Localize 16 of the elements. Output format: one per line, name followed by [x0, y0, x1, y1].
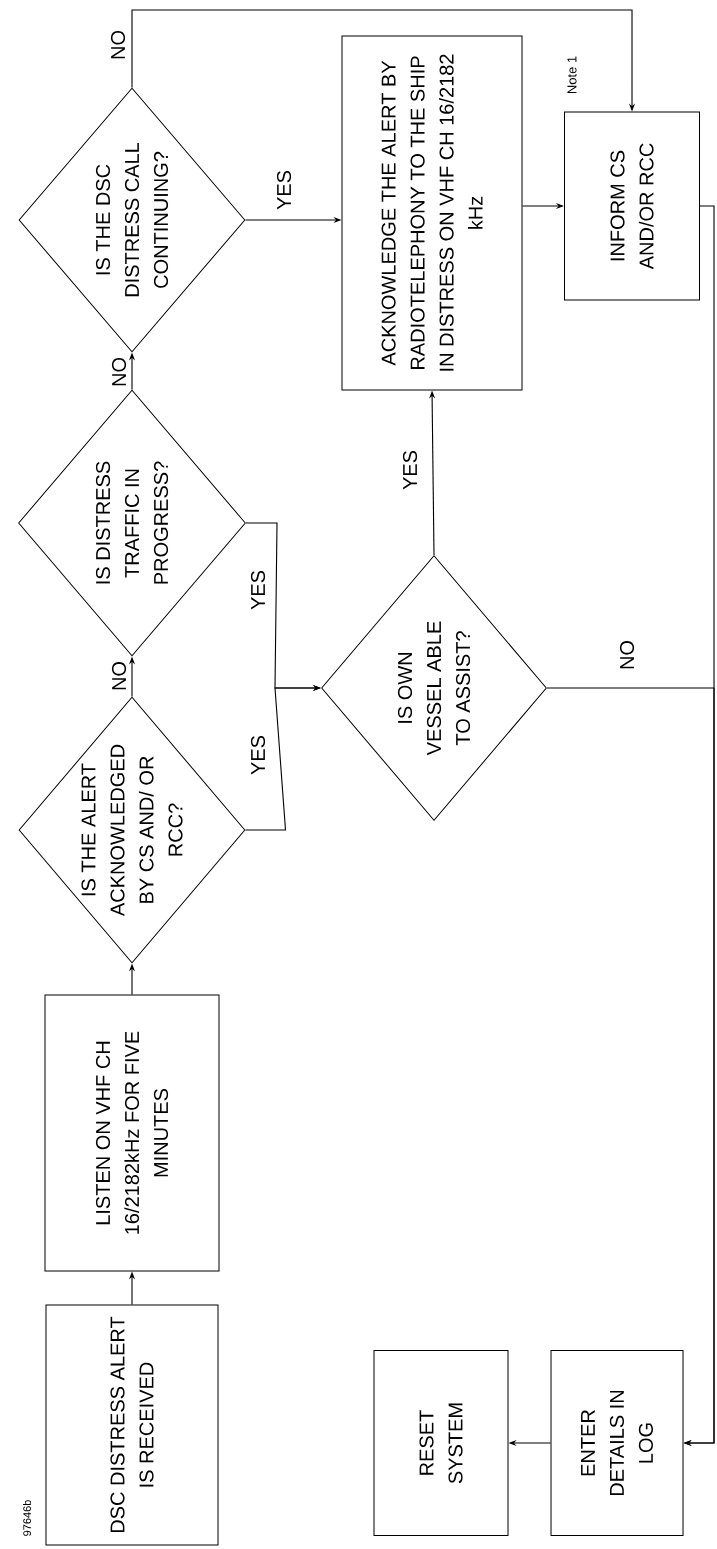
- edge-label: NO: [110, 660, 128, 692]
- edge-label: NO: [618, 639, 636, 671]
- edge-label: YES: [249, 734, 267, 776]
- process-box: LISTEN ON VHF CH 16/2182kHz FOR FIVE MINUTES: [44, 994, 220, 1272]
- process-box: INFORM CS AND/OR RCC: [564, 111, 700, 301]
- process-box: DSC DISTRESS ALERT IS RECEIVED: [45, 1304, 219, 1546]
- edge-label: YES: [275, 169, 293, 211]
- edge-label: NO: [110, 356, 128, 388]
- process-box: ACKNOWLEDGE THE ALERT BY RADIOTELEPHONY TO THE SHIP IN DISTRESS ON VHF CH 16/2182 kHz: [341, 35, 523, 391]
- edge-label: NO: [109, 29, 127, 61]
- edge-label: YES: [401, 449, 419, 491]
- figure-code: 97646b: [22, 1500, 32, 1536]
- edge-label: YES: [249, 569, 267, 611]
- process-box: RESET SYSTEM: [373, 1350, 509, 1536]
- note-text: Note 1: [567, 56, 577, 94]
- process-box: ENTER DETAILS IN LOG: [550, 1350, 684, 1536]
